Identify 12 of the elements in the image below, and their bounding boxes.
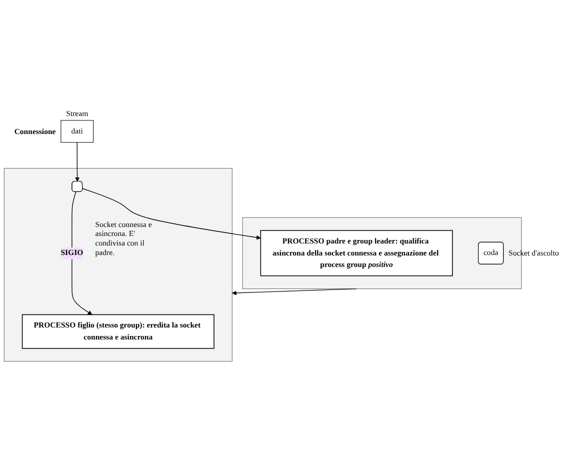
node-box xyxy=(60,120,94,143)
node-box xyxy=(260,230,453,276)
cluster xyxy=(4,168,232,362)
side-caption: Socket d'ascolto xyxy=(508,248,559,258)
arrow xyxy=(75,142,80,182)
node-box xyxy=(22,314,214,349)
side-caption: Stream xyxy=(66,109,88,118)
arrow xyxy=(232,288,357,296)
side-caption: Socket connessa e asincrona. E' condivisa con il padre. xyxy=(95,220,152,257)
arrow xyxy=(82,188,261,240)
arrow xyxy=(72,192,92,315)
side-caption: Connessione xyxy=(14,126,56,136)
